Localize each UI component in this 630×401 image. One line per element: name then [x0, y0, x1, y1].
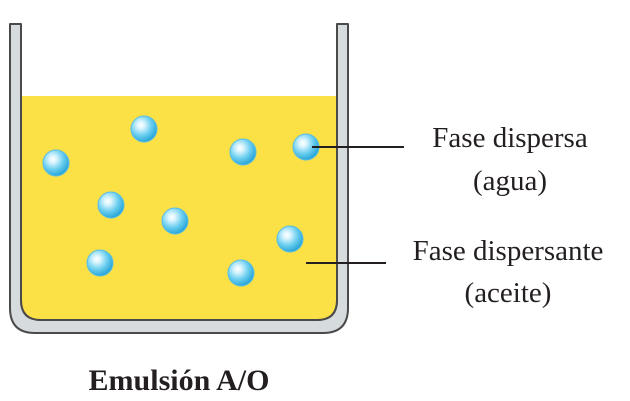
- dispersing-phase-sublabel: (aceite): [465, 277, 552, 309]
- water-droplet: [161, 207, 189, 235]
- water-droplet: [229, 138, 257, 166]
- water-droplet: [42, 149, 70, 177]
- dispersed-phase-label: Fase dispersa: [432, 122, 588, 154]
- beaker: [9, 23, 349, 334]
- diagram-caption: Emulsión A/O: [89, 364, 270, 397]
- beaker-inner-outline: [20, 24, 338, 321]
- oil-phase: [21, 96, 337, 320]
- water-droplet: [130, 115, 158, 143]
- water-droplets: [42, 115, 320, 287]
- dispersed-phase-sublabel: (agua): [473, 165, 547, 197]
- water-droplet: [97, 191, 125, 219]
- water-droplet: [86, 249, 114, 277]
- water-droplet: [276, 225, 304, 253]
- dispersing-phase-label: Fase dispersante: [413, 235, 604, 267]
- water-droplet: [227, 259, 255, 287]
